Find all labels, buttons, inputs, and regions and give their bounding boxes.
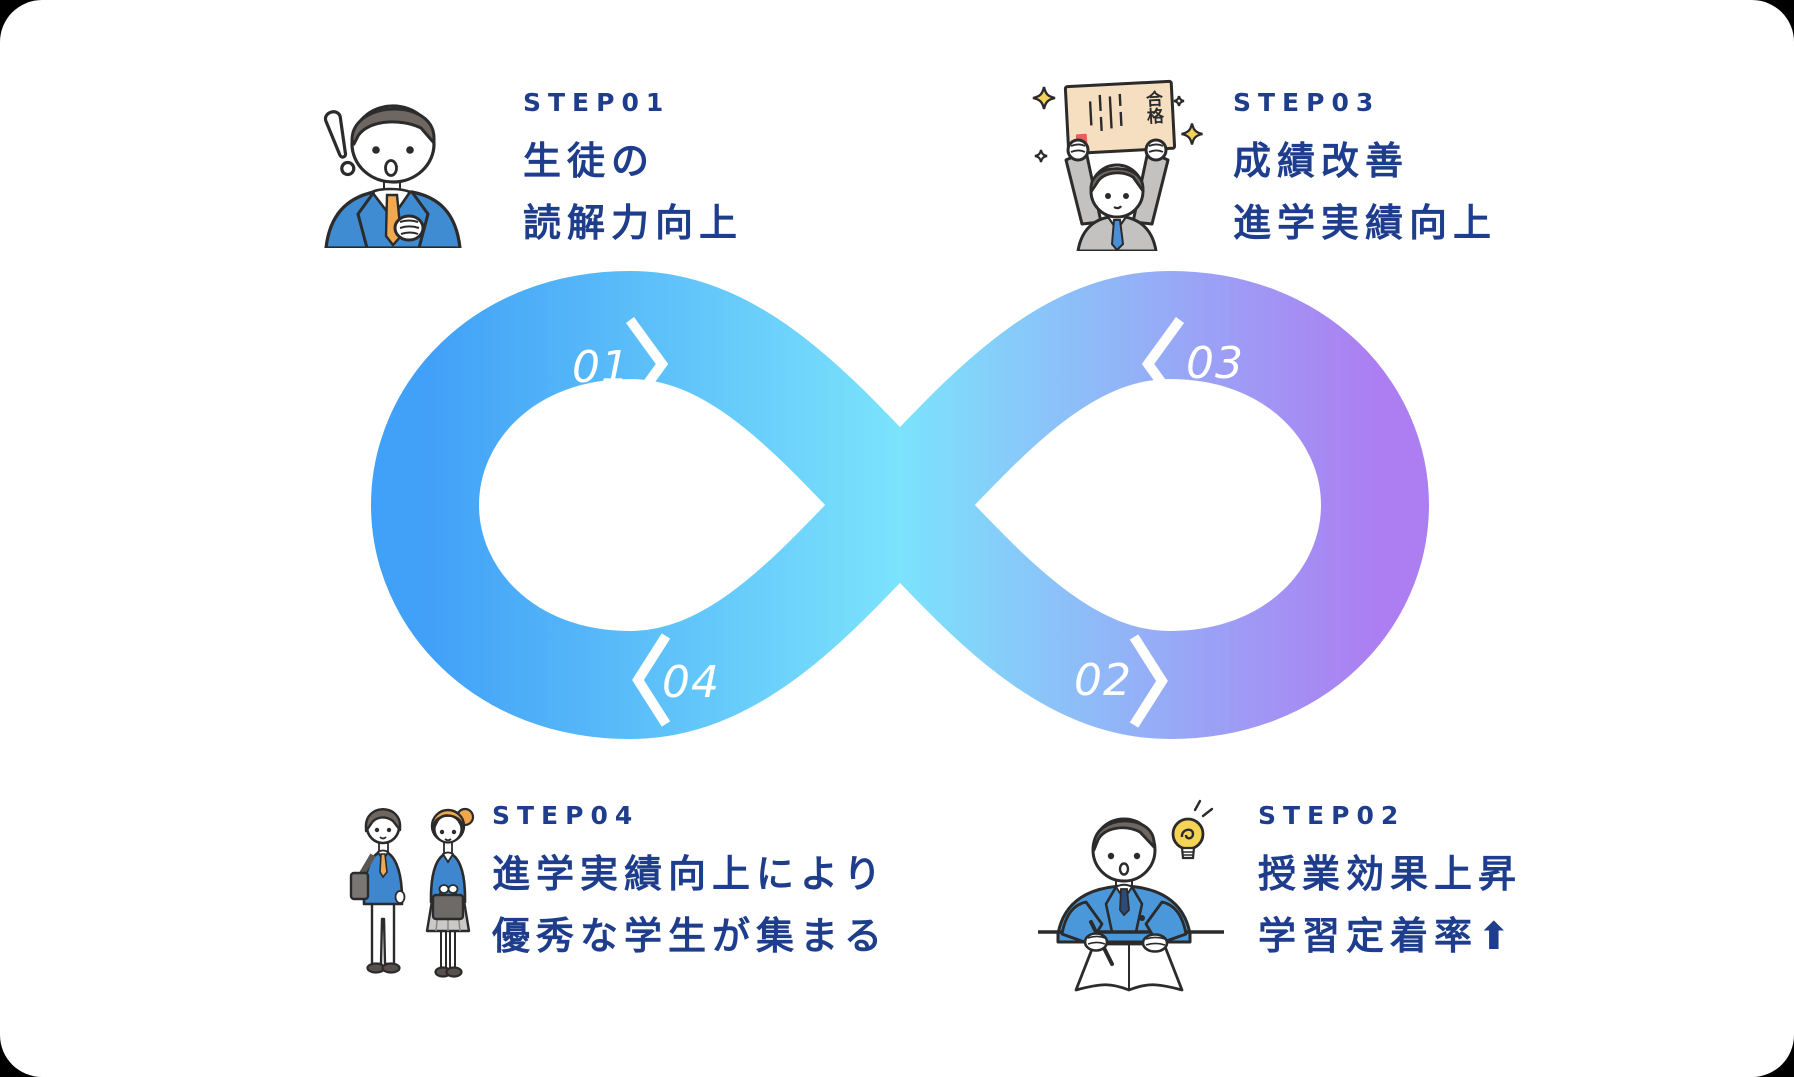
chevron-left-icon bbox=[632, 633, 671, 727]
girl-hair bbox=[432, 814, 464, 830]
step03-label: STEP03 bbox=[1233, 88, 1381, 117]
step01-line2: 読解力向上 bbox=[523, 201, 744, 245]
chevron-left-icon bbox=[1141, 317, 1185, 411]
two-students-illustration bbox=[349, 807, 475, 978]
open-notebook bbox=[1074, 942, 1184, 992]
student-hair bbox=[1092, 819, 1156, 852]
student-face bbox=[1091, 817, 1157, 883]
open-mouth bbox=[1118, 862, 1130, 876]
step03-line2: 進学実績向上 bbox=[1233, 201, 1498, 245]
teacher-jacket bbox=[324, 187, 462, 248]
step04-line2: 優秀な学生が集まる bbox=[492, 914, 889, 958]
surprised-teacher-illustration bbox=[323, 104, 462, 248]
hand-bag bbox=[431, 893, 465, 921]
sparkle-icon bbox=[1181, 123, 1203, 145]
step04-block: STEP04 進学実績向上により 優秀な学生が集まる bbox=[492, 801, 888, 967]
step04-label: STEP04 bbox=[492, 801, 640, 830]
step02-block: STEP02 授業効果上昇 学習定着率⬆ bbox=[1258, 801, 1522, 967]
pass-certificate-illustration: 合格 bbox=[1032, 79, 1203, 251]
necktie bbox=[379, 853, 388, 879]
cycle-number-01: 01 bbox=[572, 342, 630, 393]
sparkle-icon bbox=[1034, 149, 1048, 163]
infinity-loop-diagram: 01 03 04 02 bbox=[370, 270, 1430, 740]
infinity-ribbon bbox=[370, 270, 1430, 740]
step01-line1: 生徒の bbox=[523, 139, 656, 183]
open-mouth bbox=[384, 159, 398, 177]
teacher-hair bbox=[350, 107, 436, 146]
shoulder-bag bbox=[349, 871, 370, 901]
step01-label: STEP01 bbox=[523, 88, 671, 117]
pass-certificate: 合格 bbox=[1063, 79, 1177, 156]
lightbulb-icon bbox=[1171, 799, 1214, 860]
student-hair bbox=[1089, 167, 1145, 194]
chevron-right-icon bbox=[1129, 634, 1168, 728]
sparkle-icon bbox=[1032, 86, 1056, 110]
step03-block: STEP03 成績改善 進学実績向上 bbox=[1233, 88, 1497, 254]
boy-hair bbox=[364, 808, 402, 833]
girl-student bbox=[425, 807, 475, 978]
teacher-face bbox=[350, 104, 436, 184]
step03-line1: 成績改善 bbox=[1233, 139, 1410, 183]
boy-student bbox=[349, 808, 406, 974]
necktie bbox=[1119, 888, 1130, 917]
chevron-right-icon bbox=[625, 317, 669, 411]
exclamation-icon bbox=[323, 110, 356, 177]
raised-hand bbox=[393, 214, 425, 242]
step04-line1: 進学実績向上により bbox=[492, 852, 888, 896]
certificate-text: 合格 bbox=[1142, 89, 1164, 126]
step02-line1: 授業効果上昇 bbox=[1258, 852, 1523, 896]
cycle-number-03: 03 bbox=[1186, 338, 1244, 389]
necktie bbox=[1110, 219, 1125, 251]
student-face bbox=[1089, 163, 1145, 219]
step02-line2: 学習定着率⬆ bbox=[1258, 914, 1516, 958]
step01-block: STEP01 生徒の 読解力向上 bbox=[523, 88, 743, 254]
sparkle-icon bbox=[1173, 95, 1185, 107]
cycle-number-04: 04 bbox=[662, 657, 720, 708]
cycle-number-02: 02 bbox=[1074, 655, 1132, 706]
step02-label: STEP02 bbox=[1258, 801, 1406, 830]
student-writing-illustration bbox=[1038, 799, 1224, 992]
